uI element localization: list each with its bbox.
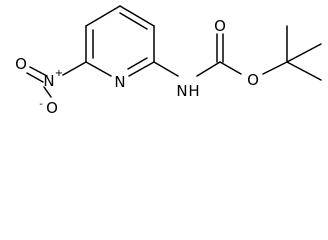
amide-n-label: N xyxy=(176,82,187,100)
bond-c3-c4 xyxy=(119,5,155,27)
bond-nitro-n-o-single xyxy=(43,86,52,98)
nitro-o-single-label: O xyxy=(46,99,58,117)
carbonyl-o-label: O xyxy=(214,17,226,35)
bond-c4-c5 xyxy=(85,5,121,27)
nitro-group: N + O - O xyxy=(15,55,87,117)
bond-c6-n1 xyxy=(85,61,112,77)
bond-n1-c2-double xyxy=(127,57,148,70)
bond-tert-c-methyl-right xyxy=(286,43,322,63)
amide-h-label: H xyxy=(188,82,199,100)
nitro-n-label: N xyxy=(43,72,54,90)
nitro-o-double-label: O xyxy=(15,55,27,73)
nitro-n-charge: + xyxy=(55,68,63,79)
molecule-structure: N + O - O N N H O O xyxy=(15,5,322,117)
bond-c2-amide-n xyxy=(153,61,179,77)
ring-n-label: N xyxy=(114,73,125,91)
pyridine-ring xyxy=(85,5,155,77)
bond-nitro-n-o-double-b xyxy=(26,72,44,83)
carbamate-group: N H O O xyxy=(153,17,322,100)
bond-c6-nitro-n xyxy=(62,61,87,76)
bond-c3-c4-double xyxy=(119,12,148,30)
bond-amide-n-carbonyl-c xyxy=(196,61,221,77)
bond-ester-o-tert-c xyxy=(262,61,288,75)
bond-n1-c2 xyxy=(128,61,155,77)
bond-tert-c-methyl-down xyxy=(286,61,322,81)
ester-o-label: O xyxy=(247,71,259,89)
bond-nitro-n-o-double-a xyxy=(29,66,48,77)
nitro-o-charge: - xyxy=(39,99,43,110)
bond-carbonyl-c-ester-o xyxy=(219,61,242,75)
